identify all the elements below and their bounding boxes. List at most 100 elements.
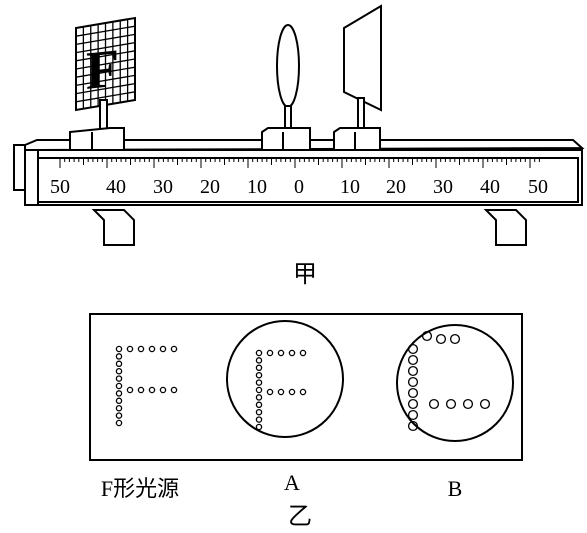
scale-tick-label: 0 [294, 176, 304, 198]
image-a-circle [226, 320, 344, 438]
dot [255, 357, 263, 364]
dot [288, 349, 296, 357]
f-source-dot-pattern [115, 345, 178, 427]
dot [115, 360, 123, 368]
grid-line [75, 91, 136, 103]
dot [159, 345, 167, 353]
dot [288, 388, 296, 396]
image-b-dot-pattern [407, 330, 491, 432]
lens-holder [261, 127, 311, 151]
source-label: F形光源 [101, 476, 179, 501]
convex-lens [261, 24, 311, 151]
bottom-figure-caption: 乙 [288, 504, 312, 530]
image-b-label: B [448, 476, 463, 501]
dot [407, 376, 419, 388]
scale-tick-label: 30 [153, 176, 173, 198]
dot [126, 345, 134, 353]
dot [479, 398, 491, 410]
dot [435, 333, 447, 345]
screen-panel [343, 4, 382, 112]
dot [255, 379, 263, 386]
dot [407, 365, 419, 377]
dot [170, 386, 178, 394]
screen-rod [357, 97, 365, 133]
dot [428, 398, 440, 410]
dot [115, 345, 123, 353]
scale-tick-label: 50 [528, 176, 548, 198]
dot [407, 420, 419, 432]
image-b-circle [396, 324, 514, 442]
dot [115, 404, 123, 412]
scale-minor-ticks [59, 158, 540, 168]
scale-tick-label: 20 [386, 176, 406, 198]
dot [170, 345, 178, 353]
dot [449, 333, 461, 345]
scale-tick-label: 50 [50, 176, 70, 198]
dot [255, 386, 263, 394]
dot [137, 386, 145, 394]
scale-strip [37, 157, 579, 203]
optical-bench [13, 139, 585, 246]
dot [407, 343, 419, 355]
dot [255, 423, 263, 431]
scale-labels: 50 40 30 20 10 0 10 20 30 40 50 [50, 176, 548, 198]
dot [148, 386, 156, 394]
dot [445, 398, 457, 410]
dot [407, 398, 419, 410]
scale-tick-label: 40 [480, 176, 500, 198]
dot [299, 349, 307, 357]
dot [255, 371, 263, 379]
dot [159, 386, 167, 394]
grid-line [75, 41, 136, 54]
grid-line [75, 82, 136, 95]
source-rod [99, 99, 108, 133]
scale-tick-label: 40 [106, 176, 126, 198]
scale-tick-label: 10 [247, 176, 267, 198]
grid-line [75, 66, 136, 78]
dot [299, 388, 307, 396]
grid-line [75, 58, 136, 70]
dot [115, 382, 123, 390]
dot [266, 349, 274, 357]
dot [115, 419, 123, 427]
dot [255, 364, 263, 372]
scale-tick-label: 20 [200, 176, 220, 198]
dot [407, 354, 419, 366]
scale-tick-label: 30 [433, 176, 453, 198]
image-a-label: A [284, 470, 300, 495]
dot [462, 398, 474, 410]
dot [255, 349, 263, 357]
dot [407, 409, 419, 421]
dot [255, 401, 263, 409]
dot [255, 394, 263, 401]
grid-line [75, 33, 136, 46]
bench-left-cap [13, 144, 26, 191]
dot [255, 416, 263, 423]
dot [277, 388, 285, 396]
screen-holder [333, 127, 381, 151]
dot [148, 345, 156, 353]
top-figure-caption: 甲 [293, 262, 317, 288]
grid-letter: F [86, 38, 119, 101]
dot [115, 367, 123, 375]
f-light-source: F [69, 16, 136, 151]
dot [421, 330, 433, 342]
dot [115, 412, 123, 419]
dot [115, 375, 123, 382]
lens-body [276, 24, 300, 108]
dot [137, 345, 145, 353]
bench-left-foot [91, 209, 135, 246]
scale-tick-label: 10 [340, 176, 360, 198]
grid-line [75, 25, 136, 37]
source-holder [69, 127, 125, 151]
grid-line [75, 74, 136, 87]
grid-board [75, 16, 136, 112]
dot [126, 386, 134, 394]
dot [266, 388, 274, 396]
light-screen [333, 4, 382, 151]
bench-right-foot [483, 209, 527, 246]
grid-line [75, 50, 136, 62]
image-a-dot-pattern [255, 349, 307, 431]
dot [115, 353, 123, 360]
